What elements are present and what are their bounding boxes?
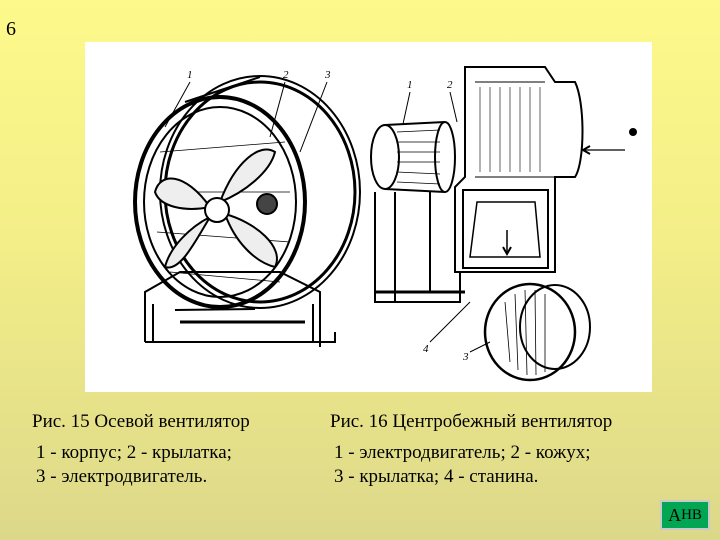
fig16-callout-1: 1	[407, 79, 413, 91]
fig16-callout-3: 3	[462, 351, 469, 363]
figure15-legend-line-2: 3 - электродвигатель.	[36, 466, 208, 488]
fig15-callout-1: 1	[187, 69, 193, 81]
nav-button-label-main: А	[668, 504, 682, 525]
figure-illustration-panel: 1 2 3	[85, 42, 652, 392]
axial-fan-drawing	[133, 75, 361, 347]
fig16-callout-2: 2	[447, 79, 453, 91]
fig16-callout-4: 4	[423, 343, 429, 355]
slide-number: 6	[6, 18, 16, 40]
figure16-caption: Рис. 16 Центробежный вентилятор 1 - элек…	[330, 410, 612, 490]
figure15-caption: Рис. 15 Осевой вентилятор 1 - корпус; 2 …	[32, 410, 250, 490]
figure16-legend-line-1: 1 - электродвигатель; 2 - кожух;	[334, 441, 591, 463]
figure15-title: Рис. 15 Осевой вентилятор	[32, 411, 250, 432]
figure16-legend-line-2: 3 - крылатка; 4 - станина.	[334, 466, 539, 488]
figure16-title: Рис. 16 Центробежный вентилятор	[330, 411, 613, 432]
centrifugal-fan-drawing	[370, 66, 637, 382]
fig15-callout-2: 2	[283, 69, 289, 81]
nav-button-label-sub: НВ	[681, 506, 702, 523]
fig15-callout-3: 3	[324, 69, 331, 81]
figure15-legend-line-1: 1 - корпус; 2 - крылатка;	[36, 441, 232, 463]
